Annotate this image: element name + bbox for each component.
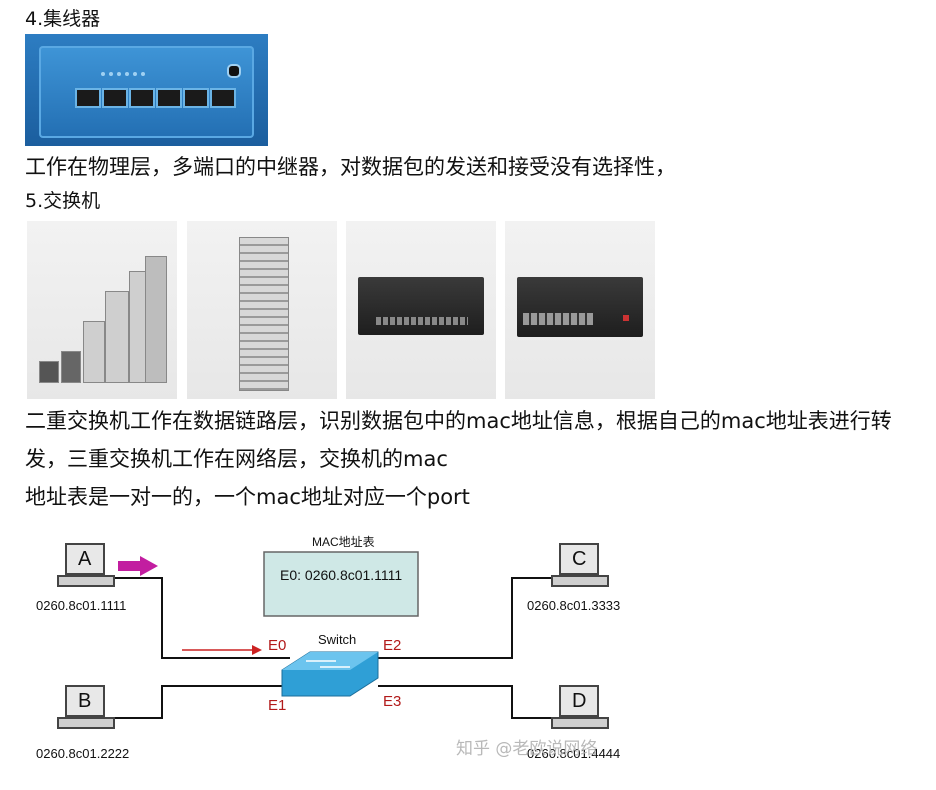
wire-b (115, 685, 290, 719)
hub-heading: 4.集线器 (25, 8, 101, 30)
switch-description-line-1: 二重交换机工作在数据链路层，识别数据包中的mac地址信息，根据自己的mac地址表… (25, 409, 892, 433)
wire-d (378, 685, 560, 719)
frame-arrow-head (252, 645, 262, 655)
mac-table-box (263, 551, 419, 617)
switch-heading: 5.交换机 (25, 190, 101, 212)
pc-d-icon (551, 685, 609, 729)
wire-a (115, 577, 290, 659)
switch-description-line-2: 发，三重交换机工作在网络层，交换机的mac (25, 447, 448, 471)
host-a-mac: 0260.8c01.1111 (36, 598, 127, 613)
wire-c (378, 577, 560, 659)
pc-a-icon (57, 543, 115, 587)
host-c-mac: 0260.8c01.3333 (527, 598, 621, 613)
port-e3-label: E3 (383, 693, 402, 710)
host-b-letter: B (78, 690, 92, 712)
switch-description-line-3: 地址表是一对一的，一个mac地址对应一个port (25, 485, 470, 509)
host-d-mac: 0260.8c01.4444 (527, 746, 621, 761)
host-c-letter: C (572, 548, 587, 570)
send-arrow-head (140, 556, 158, 576)
mac-table-diagram (57, 543, 609, 729)
1u-switch-photo (346, 221, 496, 399)
host-a-letter: A (78, 548, 92, 570)
mac-table-entry: E0: 0260.8c01.1111 (280, 567, 403, 583)
port-e2-label: E2 (383, 637, 402, 654)
pc-b-icon (57, 685, 115, 729)
port-e0-label: E0 (268, 637, 287, 654)
watermark: 知乎 @老欧说网络 (456, 739, 598, 759)
chassis-switch-photo (187, 221, 337, 399)
send-arrow-body (118, 561, 140, 571)
mac-table-title: MAC地址表 (312, 535, 375, 549)
pc-c-icon (551, 543, 609, 587)
host-b-mac: 0260.8c01.2222 (36, 746, 130, 761)
hub-photo (25, 34, 268, 146)
host-d-letter: D (572, 690, 587, 712)
1u-switch-photo-2 (505, 221, 655, 399)
hub-description: 工作在物理层，多端口的中继器，对数据包的发送和接受没有选择性， (25, 155, 676, 179)
port-e1-label: E1 (268, 697, 287, 714)
switch-label: Switch (318, 632, 357, 647)
switch-family-photo (27, 221, 177, 399)
